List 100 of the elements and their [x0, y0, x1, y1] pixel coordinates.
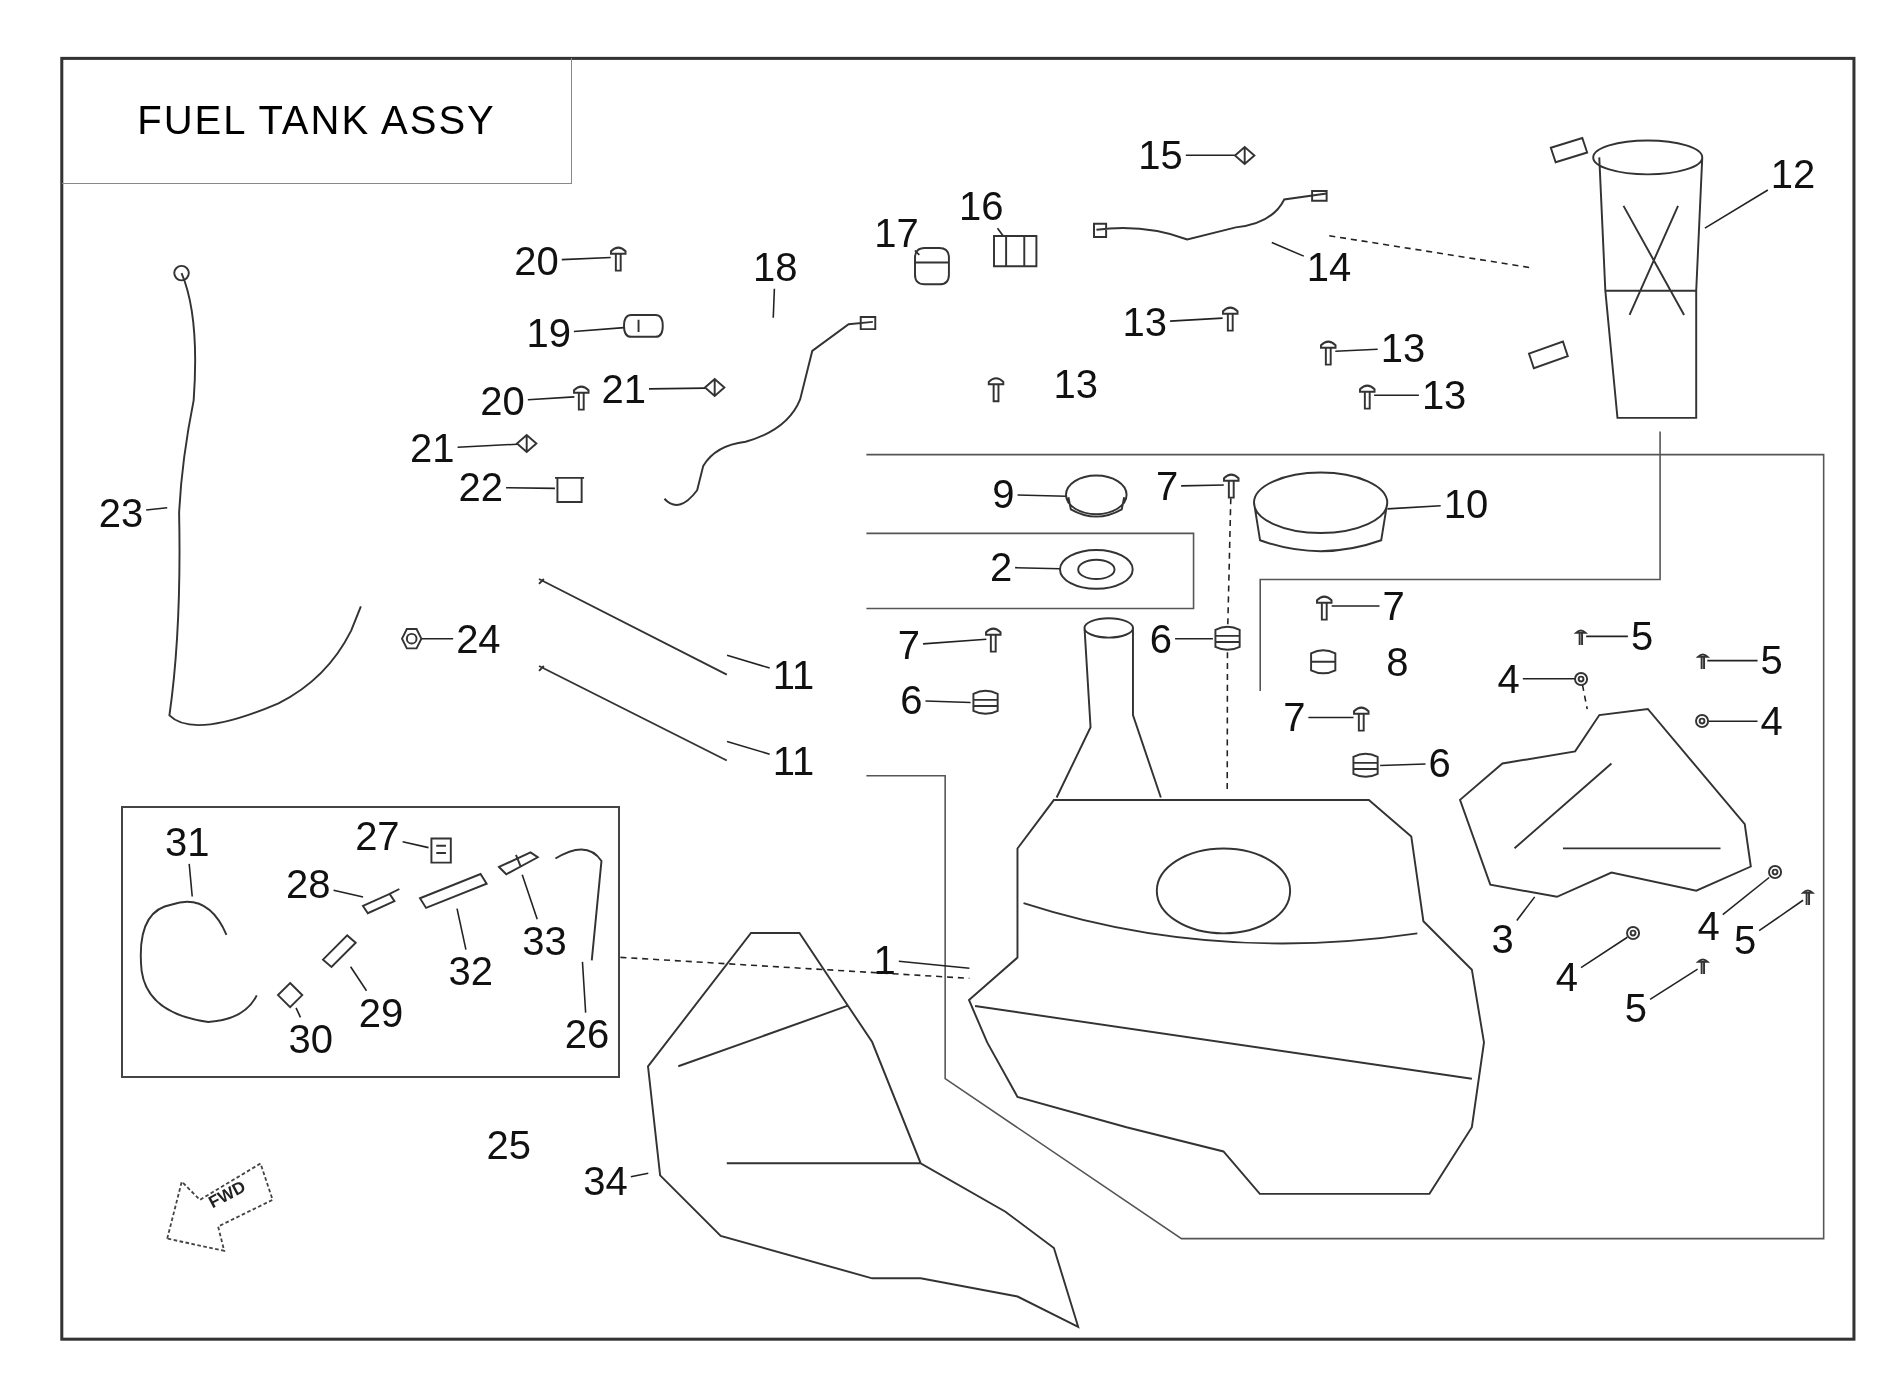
leader-line [295, 1007, 302, 1019]
clip-drawing [517, 435, 537, 452]
callout-number: 23 [95, 490, 147, 535]
leader-line [456, 443, 519, 449]
leader-line [1174, 638, 1214, 640]
sensor-drawing [624, 315, 663, 337]
leader-line [1581, 684, 1588, 710]
grommet-drawing [970, 689, 1000, 717]
gasket-drawing [1060, 550, 1133, 589]
nut-drawing [402, 628, 422, 649]
strap-drawing [539, 666, 728, 761]
lock-ring-drawing [1254, 470, 1388, 555]
callout-number: 10 [1440, 482, 1492, 527]
callout-number: 7 [1280, 695, 1309, 740]
subassembly-frame [121, 805, 621, 1079]
callout-number: 5 [1621, 986, 1651, 1031]
callout-number: 6 [1425, 741, 1454, 786]
callout-number: 30 [285, 1017, 336, 1062]
clip-drawing [1234, 146, 1255, 164]
callout-number: 33 [519, 919, 570, 964]
leader-line [1516, 896, 1536, 922]
callout-number: 5 [1627, 614, 1657, 659]
leader-line [1722, 876, 1770, 916]
leader-line [1016, 494, 1068, 498]
screw-drawing [1803, 888, 1813, 906]
callout-number: 29 [355, 990, 407, 1035]
screw-drawing [1697, 957, 1708, 975]
tank-guard-drawing [648, 933, 1080, 1329]
leader-line [332, 889, 364, 898]
leader-line [772, 288, 776, 319]
callout-number: 11 [769, 652, 818, 697]
tube-drawing [420, 874, 487, 909]
callout-number: 13 [1119, 300, 1171, 345]
leader-line [924, 700, 972, 704]
hose-clamp-drawing [914, 248, 949, 285]
wire-harness-drawing [1094, 191, 1330, 243]
screw-drawing [1697, 651, 1708, 669]
leader-line [726, 740, 771, 755]
grommet-drawing [1212, 625, 1242, 652]
callout-number: 18 [750, 244, 801, 289]
callout-number: 32 [445, 949, 496, 994]
washer-drawing [1627, 926, 1640, 940]
bolt-drawing [1320, 338, 1336, 365]
fitting-drawing [498, 850, 538, 875]
callout-number: 4 [1694, 903, 1723, 948]
leader-line [1585, 635, 1629, 638]
callout-number: 4 [1494, 656, 1523, 701]
clamp-drawing [278, 983, 303, 1008]
bolt-drawing [986, 625, 1001, 652]
heat-shield-drawing [1460, 708, 1751, 897]
callout-number: 8 [1383, 639, 1412, 684]
clip-drawing [428, 835, 453, 865]
callout-number: 12 [1767, 152, 1819, 197]
callout-number: 11 [769, 738, 818, 783]
callout-number: 19 [523, 311, 574, 356]
diagram-title: FUEL TANK ASSY [62, 58, 572, 184]
callout-number: 4 [1552, 954, 1581, 999]
leader-line [648, 387, 706, 390]
bolt-drawing [1353, 704, 1369, 731]
bolt-drawing [1222, 304, 1238, 331]
grommet-drawing [1351, 752, 1381, 780]
leader-line [922, 638, 988, 645]
callout-number: 25 [483, 1123, 534, 1168]
callout-number: 15 [1135, 133, 1186, 178]
leader-line [1522, 678, 1577, 680]
leader-line [1386, 504, 1442, 510]
callout-number: 27 [352, 813, 403, 858]
screw-drawing [1576, 627, 1587, 645]
callout-number: 13 [1418, 373, 1470, 417]
leader-line [726, 654, 771, 669]
leader-line [1169, 317, 1224, 322]
callout-number: 21 [407, 426, 458, 471]
leader-line [145, 506, 168, 511]
leader-line [1758, 899, 1804, 932]
connector-drawing [363, 888, 400, 914]
leader-line [188, 863, 193, 898]
leader-line [527, 396, 576, 401]
callout-number: 2 [986, 545, 1016, 590]
leader-line [1271, 241, 1305, 257]
callout-number: 6 [897, 678, 926, 723]
leader-line [401, 840, 430, 849]
callout-number: 22 [455, 465, 507, 510]
callout-number: 4 [1757, 698, 1786, 743]
callout-number: 14 [1303, 244, 1355, 289]
callout-number: 20 [477, 379, 528, 424]
callout-number: 21 [598, 366, 650, 411]
callout-number: 24 [453, 616, 504, 661]
washer-drawing [1575, 672, 1588, 685]
leader-line [1330, 605, 1381, 607]
leader-line [1180, 484, 1225, 487]
callout-number: 16 [956, 184, 1007, 228]
callout-number: 7 [1379, 583, 1408, 628]
leader-line [1014, 566, 1062, 570]
leader-line [1307, 716, 1355, 719]
callout-number: 20 [511, 238, 562, 283]
leader-line [996, 227, 1005, 238]
callout-number: 7 [894, 622, 924, 667]
callout-number: 5 [1757, 638, 1786, 683]
leader-line [561, 256, 612, 261]
leader-line [1185, 154, 1236, 157]
